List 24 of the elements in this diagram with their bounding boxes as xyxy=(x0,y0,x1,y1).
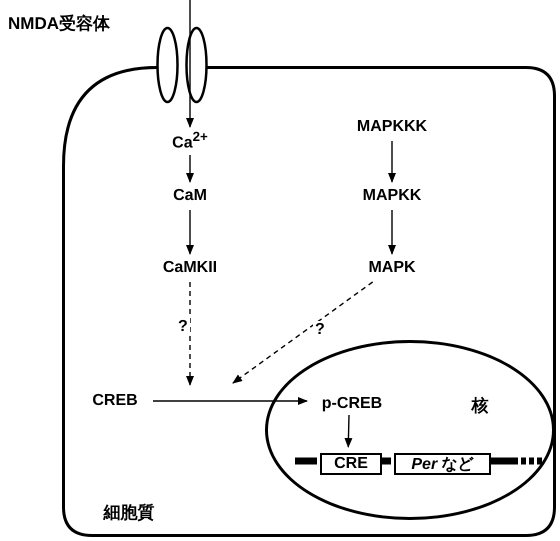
receptor-label: NMDA受容体 xyxy=(8,13,110,35)
protein-label: p-CREB xyxy=(313,393,391,415)
protein-label: CaM xyxy=(165,185,215,207)
protein-label: CREB xyxy=(80,390,150,412)
arrow xyxy=(186,210,194,255)
arrow xyxy=(388,210,396,255)
arrow xyxy=(388,141,396,183)
arrow xyxy=(186,0,194,128)
protein-label: MAPKKK xyxy=(347,116,437,138)
arrow xyxy=(232,281,374,384)
gene-box: Per など xyxy=(394,453,491,475)
arrow xyxy=(344,414,352,448)
protein-label: MAPKK xyxy=(352,185,432,207)
arrow xyxy=(186,282,194,386)
gene-box: CRE xyxy=(320,453,382,475)
region-label: 細胞質 xyxy=(104,502,154,524)
arrow xyxy=(186,155,194,183)
cell-outline xyxy=(62,66,556,537)
protein-label: CaMKII xyxy=(155,257,225,279)
nucleus-label: 核 xyxy=(472,395,488,417)
ion-label: Ca$^{2+}$ xyxy=(165,130,215,152)
arrow xyxy=(153,397,308,405)
nucleus-ellipse xyxy=(265,340,555,520)
protein-label: MAPK xyxy=(357,257,427,279)
